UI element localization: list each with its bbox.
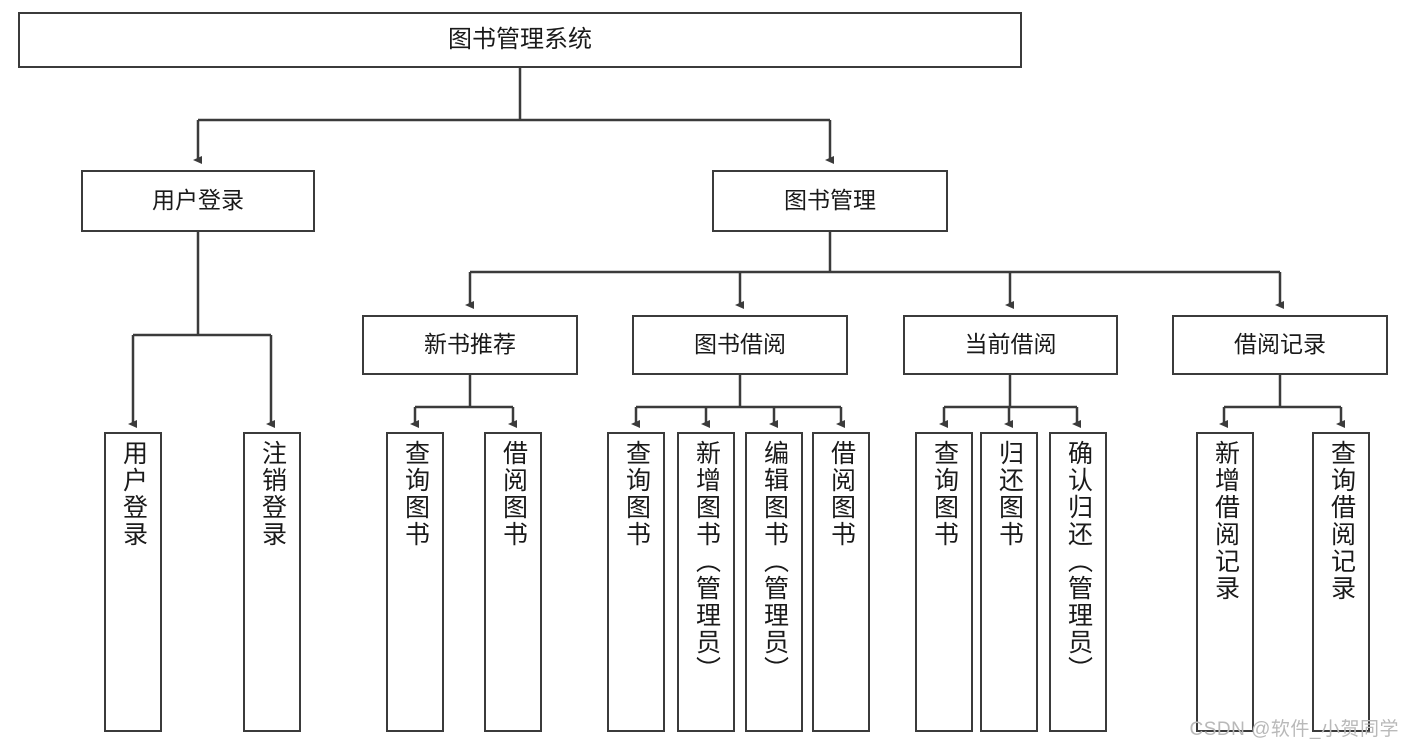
- leaf-records-query-record[interactable]: 查询借阅记录: [1312, 432, 1370, 732]
- watermark-text: CSDN @软件_小贺同学: [1189, 719, 1399, 740]
- node-label: 图书借阅: [694, 331, 786, 358]
- leaf-user-login[interactable]: 用户登录: [104, 432, 162, 732]
- node-label: 查询图书: [401, 440, 430, 548]
- leaf-borrow-edit-book-admin[interactable]: 编辑图书（管理员）: [745, 432, 803, 732]
- node-label: 注销登录: [258, 440, 287, 548]
- leaf-current-return-book[interactable]: 归还图书: [980, 432, 1038, 732]
- leaf-borrow-borrow-book[interactable]: 借阅图书: [812, 432, 870, 732]
- leaf-logout[interactable]: 注销登录: [243, 432, 301, 732]
- node-label: 借阅记录: [1234, 331, 1326, 358]
- leaf-current-confirm-return-admin[interactable]: 确认归还（管理员）: [1049, 432, 1107, 732]
- node-label: 新书推荐: [424, 331, 516, 358]
- node-current-borrowing[interactable]: 当前借阅: [903, 315, 1118, 375]
- node-new-book-recommendation[interactable]: 新书推荐: [362, 315, 578, 375]
- leaf-newbook-query-book[interactable]: 查询图书: [386, 432, 444, 732]
- node-label: 归还图书: [995, 440, 1024, 548]
- node-label: 新增借阅记录: [1211, 440, 1240, 602]
- node-label: 借阅图书: [827, 440, 856, 548]
- node-label: 用户登录: [119, 440, 148, 548]
- node-label: 当前借阅: [964, 331, 1057, 358]
- leaf-borrow-query-book[interactable]: 查询图书: [607, 432, 665, 732]
- node-label: 新增图书（管理员）: [692, 440, 721, 683]
- node-borrow-records[interactable]: 借阅记录: [1172, 315, 1388, 375]
- node-label: 用户登录: [152, 187, 244, 214]
- node-label: 图书管理系统: [448, 25, 592, 53]
- node-label: 借阅图书: [499, 440, 528, 548]
- node-label: 图书管理: [784, 187, 876, 214]
- node-book-management[interactable]: 图书管理: [712, 170, 948, 232]
- node-book-borrowing[interactable]: 图书借阅: [632, 315, 848, 375]
- node-root-system[interactable]: 图书管理系统: [18, 12, 1022, 68]
- leaf-newbook-borrow-book[interactable]: 借阅图书: [484, 432, 542, 732]
- leaf-borrow-add-book-admin[interactable]: 新增图书（管理员）: [677, 432, 735, 732]
- leaf-records-add-record[interactable]: 新增借阅记录: [1196, 432, 1254, 732]
- node-label: 查询借阅记录: [1327, 440, 1356, 602]
- node-label: 查询图书: [622, 440, 651, 548]
- node-user-login[interactable]: 用户登录: [81, 170, 315, 232]
- node-label: 查询图书: [930, 440, 959, 548]
- node-label: 确认归还（管理员）: [1064, 440, 1093, 683]
- leaf-current-query-book[interactable]: 查询图书: [915, 432, 973, 732]
- node-label: 编辑图书（管理员）: [760, 440, 789, 683]
